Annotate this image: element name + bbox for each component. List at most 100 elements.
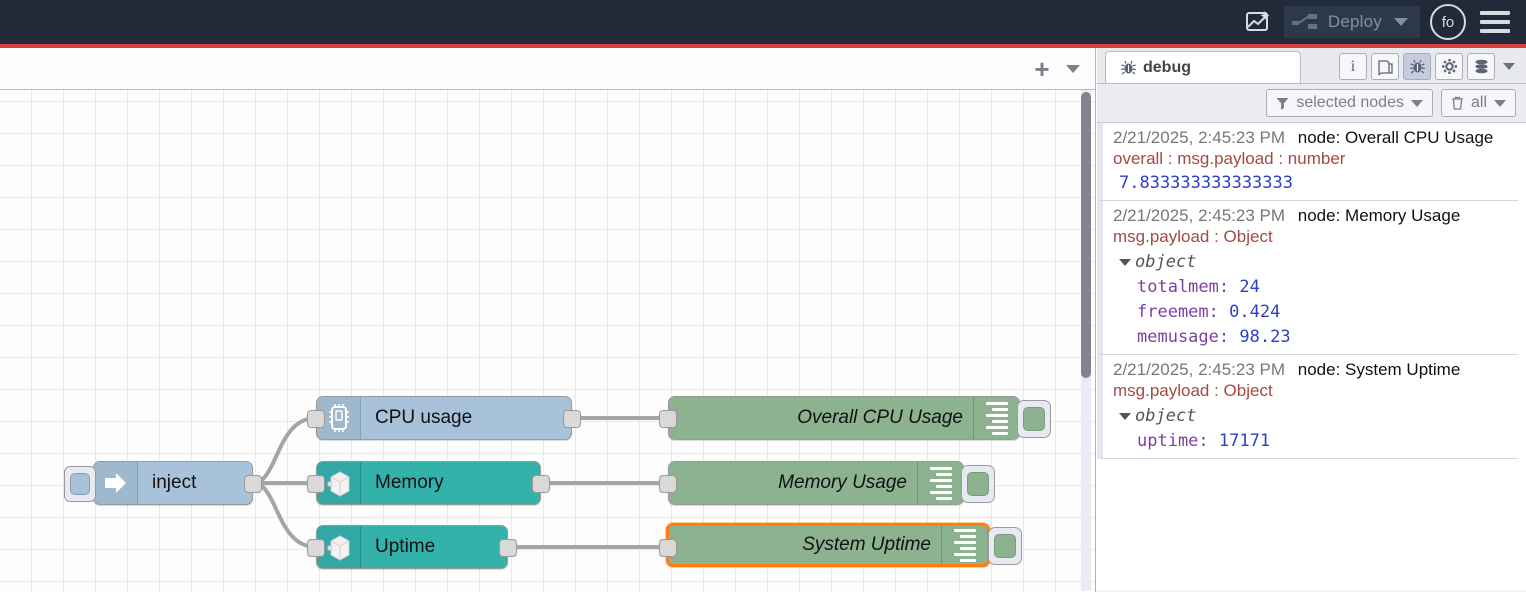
- help-book-icon[interactable]: [1371, 53, 1399, 80]
- debug-message-timestamp: 2/21/2025, 2:45:23 PM: [1113, 360, 1286, 379]
- debug-toggle-glyph: [967, 472, 989, 496]
- object-property: freemem: 0.424: [1137, 302, 1281, 322]
- debug-toggle-button[interactable]: [961, 465, 995, 503]
- debug-lines-icon: [973, 397, 1019, 439]
- debug-scrollbar[interactable]: [1518, 123, 1526, 590]
- app-header: Deploy fo: [0, 0, 1526, 44]
- sidebar-menu-chevron-down-icon[interactable]: [1498, 53, 1520, 80]
- flow-tab-bar: +: [0, 48, 1095, 90]
- flow-canvas[interactable]: inject CPU usage: [0, 90, 1095, 591]
- object-property: uptime: 17171: [1137, 431, 1271, 451]
- triangle-down-icon: [1119, 258, 1131, 266]
- property-key: uptime: [1137, 431, 1199, 451]
- debug-toolbar: selected nodes all: [1097, 84, 1526, 123]
- object-expander[interactable]: object: [1113, 406, 1518, 426]
- bug-icon: [1121, 60, 1136, 75]
- input-port[interactable]: [307, 410, 325, 428]
- funnel-icon: [1276, 97, 1289, 110]
- output-port[interactable]: [499, 539, 517, 557]
- debug-bug-icon[interactable]: [1403, 53, 1431, 80]
- debug-toggle-glyph: [994, 534, 1016, 558]
- header-accent-bar: [0, 44, 1526, 48]
- output-port[interactable]: [563, 410, 581, 428]
- node-label: Overall CPU Usage: [797, 407, 963, 428]
- tab-debug[interactable]: debug: [1105, 51, 1301, 83]
- input-port[interactable]: [659, 410, 677, 428]
- debug-message-source: node: Memory Usage: [1297, 206, 1461, 225]
- avatar[interactable]: fo: [1430, 4, 1466, 40]
- debug-lines-icon: [917, 462, 963, 504]
- node-label: CPU usage: [375, 407, 473, 428]
- node-debug-system-uptime[interactable]: System Uptime: [659, 523, 1022, 567]
- deploy-icon: [1291, 14, 1317, 29]
- node-uptime[interactable]: Uptime: [307, 525, 517, 569]
- inject-trigger-glyph: [70, 473, 90, 495]
- wire-layer: [252, 415, 668, 550]
- property-value: 24: [1239, 277, 1260, 297]
- context-data-icon[interactable]: [1467, 53, 1495, 80]
- property-value: 0.424: [1229, 302, 1281, 322]
- workspace: +: [0, 48, 1096, 592]
- input-port[interactable]: [659, 475, 677, 493]
- debug-filter-dropdown[interactable]: selected nodes: [1266, 89, 1433, 117]
- flow-list-chevron-down-icon[interactable]: [1059, 52, 1087, 86]
- debug-message-timestamp: 2/21/2025, 2:45:23 PM: [1113, 128, 1286, 147]
- debug-clear-dropdown[interactable]: all: [1440, 89, 1516, 117]
- input-port[interactable]: [659, 539, 677, 557]
- debug-message-topic: overall : msg.payload : number: [1113, 149, 1346, 168]
- inject-trigger-button[interactable]: [64, 466, 96, 502]
- debug-clear-label: all: [1470, 94, 1487, 111]
- node-debug-overall-cpu-usage[interactable]: Overall CPU Usage: [659, 396, 1051, 440]
- input-port[interactable]: [307, 475, 325, 493]
- debug-lines-icon: [941, 526, 987, 564]
- sidebar-tool-buttons: i: [1335, 53, 1526, 83]
- debug-message-topic: msg.payload : Object: [1113, 227, 1273, 246]
- debug-message-timestamp: 2/21/2025, 2:45:23 PM: [1113, 206, 1286, 225]
- node-debug-memory-usage[interactable]: Memory Usage: [659, 461, 995, 505]
- output-port[interactable]: [532, 475, 550, 493]
- debug-toggle-button[interactable]: [1017, 400, 1051, 438]
- config-gear-icon[interactable]: [1435, 53, 1463, 80]
- deploy-button[interactable]: Deploy: [1283, 6, 1420, 38]
- object-property: totalmem: 24: [1137, 277, 1260, 297]
- deploy-caret-icon[interactable]: [1394, 18, 1408, 26]
- node-memory[interactable]: Memory: [307, 461, 550, 505]
- debug-message-header: 2/21/2025, 2:45:23 PM node: Memory Usage: [1113, 206, 1518, 226]
- debug-message-source: node: Overall CPU Usage: [1297, 128, 1494, 147]
- debug-message[interactable]: 2/21/2025, 2:45:23 PM node: System Uptim…: [1097, 355, 1526, 459]
- canvas-scrollbar-thumb[interactable]: [1081, 92, 1091, 378]
- sidebar-tab-bar: debug i: [1097, 48, 1526, 84]
- property-key: totalmem: [1137, 277, 1219, 297]
- input-port[interactable]: [307, 539, 325, 557]
- node-inject[interactable]: inject: [64, 461, 262, 505]
- node-label: Memory Usage: [778, 472, 907, 493]
- avatar-initials: fo: [1441, 13, 1455, 31]
- hamburger-menu-icon[interactable]: [1480, 11, 1510, 33]
- chevron-down-icon: [1410, 99, 1423, 107]
- debug-message-value: 7.833333333333333: [1119, 173, 1293, 193]
- right-sidebar: debug i: [1097, 48, 1526, 592]
- debug-message[interactable]: 2/21/2025, 2:45:23 PM node: Memory Usage…: [1097, 201, 1526, 355]
- debug-message-header: 2/21/2025, 2:45:23 PM node: System Uptim…: [1113, 360, 1518, 380]
- add-flow-button[interactable]: +: [1034, 53, 1050, 84]
- object-label: object: [1135, 252, 1197, 272]
- debug-message[interactable]: 2/21/2025, 2:45:23 PM node: Overall CPU …: [1097, 123, 1526, 201]
- debug-toggle-button[interactable]: [988, 527, 1022, 565]
- trash-icon: [1451, 96, 1463, 110]
- arrow-right-icon: [94, 462, 138, 504]
- debug-toggle-glyph: [1023, 407, 1045, 431]
- node-label: System Uptime: [802, 534, 931, 555]
- node-cpu-usage[interactable]: CPU usage: [307, 396, 581, 440]
- chevron-down-icon: [1494, 99, 1506, 107]
- property-value: 17171: [1218, 431, 1271, 451]
- property-value: 98.23: [1239, 327, 1291, 347]
- output-port[interactable]: [244, 475, 262, 493]
- object-label: object: [1135, 406, 1197, 426]
- triangle-down-icon: [1119, 412, 1131, 420]
- debug-message-list[interactable]: 2/21/2025, 2:45:23 PM node: Overall CPU …: [1097, 123, 1526, 590]
- flow-ai-icon[interactable]: [1238, 2, 1278, 42]
- object-expander[interactable]: object: [1113, 252, 1518, 272]
- node-label: Uptime: [375, 536, 436, 557]
- object-property: memusage: 98.23: [1137, 327, 1291, 347]
- info-icon[interactable]: i: [1339, 53, 1367, 80]
